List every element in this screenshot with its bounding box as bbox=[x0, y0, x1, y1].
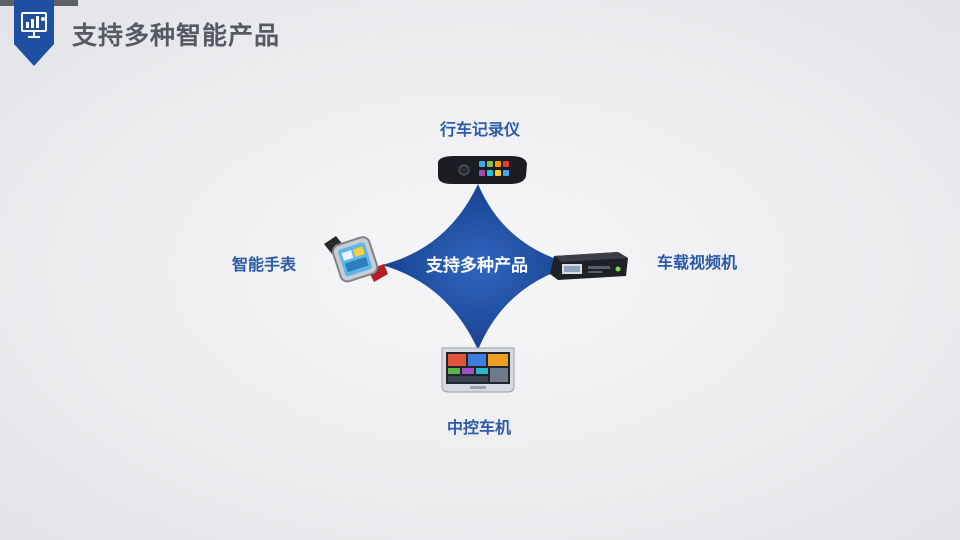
page-title: 支持多种智能产品 bbox=[72, 21, 281, 50]
center-label: 支持多种产品 bbox=[426, 256, 528, 276]
presentation-chart-icon bbox=[14, 0, 54, 66]
dashcam-mirror-icon bbox=[438, 156, 527, 184]
dashcam-mirror bbox=[434, 154, 530, 186]
label-smartwatch: 智能手表 bbox=[231, 255, 296, 274]
label-dashcam: 行车记录仪 bbox=[439, 120, 520, 139]
star-shape bbox=[382, 184, 576, 350]
car-head-unit bbox=[440, 346, 516, 394]
smartwatch bbox=[322, 230, 390, 288]
label-car-head-unit: 中控车机 bbox=[446, 418, 511, 437]
car-video-recorder-icon bbox=[550, 252, 628, 280]
label-car-video-recorder: 车载视频机 bbox=[656, 253, 737, 272]
title-badge bbox=[14, 0, 54, 66]
smartwatch-icon bbox=[324, 236, 388, 283]
car-head-unit-icon bbox=[441, 347, 515, 393]
car-video-recorder bbox=[548, 248, 630, 282]
